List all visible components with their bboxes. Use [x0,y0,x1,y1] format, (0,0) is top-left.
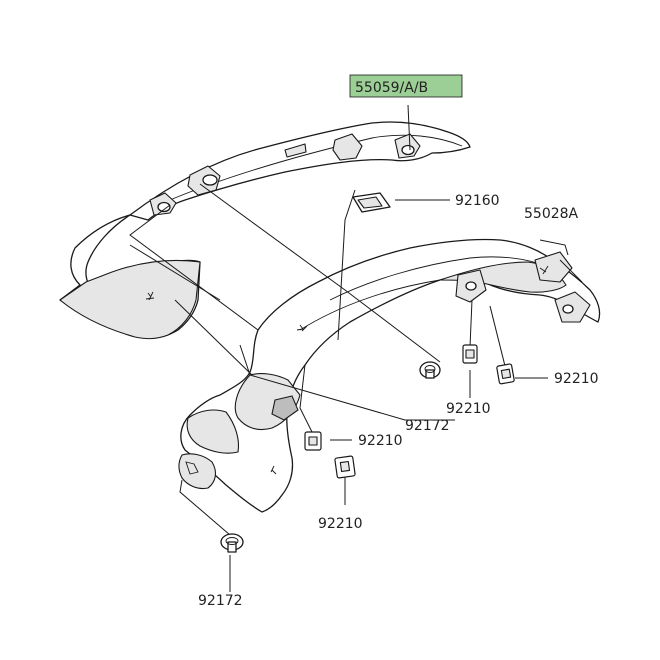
highlight-box [349,74,463,98]
nut-92210-right[interactable] [496,363,515,385]
part-number-nut-left[interactable]: 92210 [358,433,403,449]
part-number-screw-mid[interactable]: 92172 [405,418,450,434]
nut-92210-mid[interactable] [462,344,478,364]
label-55059[interactable]: 55059/A/B [349,74,463,98]
nut-92210-bottom[interactable] [334,455,356,479]
rear-cover-part[interactable] [59,121,471,340]
pad-92160[interactable] [352,192,391,213]
leader-lines [129,104,583,592]
part-number-rear-cover: 55059/A/B [355,80,428,96]
part-number-nut-right[interactable]: 92210 [554,371,599,387]
nut-92210-left[interactable] [304,431,322,451]
part-number-screw-bottom[interactable]: 92172 [198,593,243,609]
screw-92172-mid[interactable] [419,361,441,379]
part-number-inner-cover[interactable]: 55028A [524,206,579,222]
part-number-nut-mid[interactable]: 92210 [446,401,491,417]
screw-92172-bottom[interactable] [220,533,244,553]
inner-cover-part[interactable] [178,238,601,513]
part-number-nut-bottom[interactable]: 92210 [318,516,363,532]
part-number-pad[interactable]: 92160 [455,193,500,209]
